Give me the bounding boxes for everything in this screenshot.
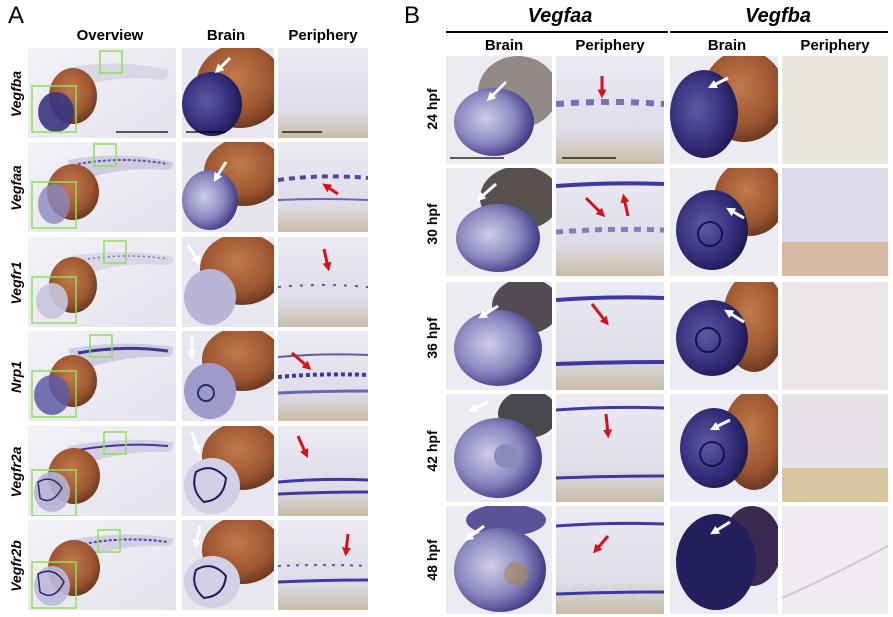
subheader-periphery-vegfba: Periphery <box>800 37 870 54</box>
brain-image-nrp1 <box>182 331 274 421</box>
overview-image-vegfr2b <box>28 520 176 610</box>
row-label-nrp1: Nrp1 <box>8 361 24 393</box>
vegfaa-brain-48hpf <box>446 506 552 614</box>
vegfba-periphery-30hpf <box>782 168 888 276</box>
panel-b-letter: B <box>404 2 421 29</box>
row-label-vegfba: Vegfba <box>8 70 24 118</box>
gene-header-vegfaa: Vegfaa <box>527 5 593 27</box>
overview-image-vegfba <box>28 48 176 138</box>
timepoint-label-36: 36 hpf <box>424 317 440 359</box>
overview-image-vegfaa <box>28 142 176 232</box>
row-label-vegfr2a: Vegfr2a <box>8 446 24 498</box>
vegfaa-periphery-42hpf <box>556 394 664 502</box>
brain-image-vegfr2b <box>182 520 274 610</box>
brain-image-vegfaa <box>182 142 274 232</box>
rule-vegfaa <box>446 31 668 33</box>
vegfba-periphery-24hpf <box>782 56 888 164</box>
vegfba-brain-24hpf <box>670 56 778 164</box>
gene-header-vegfba: Vegfba <box>745 5 811 27</box>
brain-image-vegfr1 <box>182 237 274 327</box>
vegfaa-brain-42hpf <box>446 394 552 502</box>
overview-image-vegfr2a <box>28 426 176 516</box>
periphery-image-vegfba <box>278 48 368 138</box>
vegfba-brain-48hpf <box>670 506 778 614</box>
vegfaa-periphery-30hpf <box>556 168 664 276</box>
header-overview: Overview <box>76 27 144 44</box>
vegfaa-periphery-36hpf <box>556 282 664 390</box>
row-label-vegfr2b: Vegfr2b <box>8 540 24 592</box>
vegfba-periphery-36hpf <box>782 282 888 390</box>
panel-a-letter: A <box>8 2 25 29</box>
row-label-vegfaa: Vegfaa <box>8 165 24 211</box>
vegfba-periphery-48hpf <box>782 506 888 614</box>
vegfba-brain-36hpf <box>670 282 778 390</box>
periphery-image-vegfaa <box>278 142 368 232</box>
timepoint-label-30: 30 hpf <box>424 203 440 245</box>
vegfaa-brain-36hpf <box>446 282 552 390</box>
row-label-vegfr1: Vegfr1 <box>8 261 24 305</box>
periphery-image-vegfr2b <box>278 520 368 610</box>
periphery-image-nrp1 <box>278 331 368 421</box>
subheader-brain-vegfba: Brain <box>707 37 747 54</box>
header-brain-a: Brain <box>206 27 246 44</box>
periphery-image-vegfr2a <box>278 426 368 516</box>
overview-image-vegfr1 <box>28 237 176 327</box>
vegfba-brain-42hpf <box>670 394 778 502</box>
subheader-brain-vegfaa: Brain <box>484 37 524 54</box>
vegfaa-brain-24hpf <box>446 56 552 164</box>
overview-image-nrp1 <box>28 331 176 421</box>
vegfaa-brain-30hpf <box>446 168 552 276</box>
brain-image-vegfba <box>182 48 274 138</box>
rule-vegfba <box>670 31 888 33</box>
vegfaa-periphery-24hpf <box>556 56 664 164</box>
timepoint-label-24: 24 hpf <box>424 88 440 130</box>
vegfaa-periphery-48hpf <box>556 506 664 614</box>
subheader-periphery-vegfaa: Periphery <box>575 37 645 54</box>
header-periphery-a: Periphery <box>288 27 358 44</box>
vegfba-periphery-42hpf <box>782 394 888 502</box>
brain-image-vegfr2a <box>182 426 274 516</box>
vegfba-brain-30hpf <box>670 168 778 276</box>
timepoint-label-42: 42 hpf <box>424 430 440 472</box>
periphery-image-vegfr1 <box>278 237 368 327</box>
timepoint-label-48: 48 hpf <box>424 539 440 581</box>
